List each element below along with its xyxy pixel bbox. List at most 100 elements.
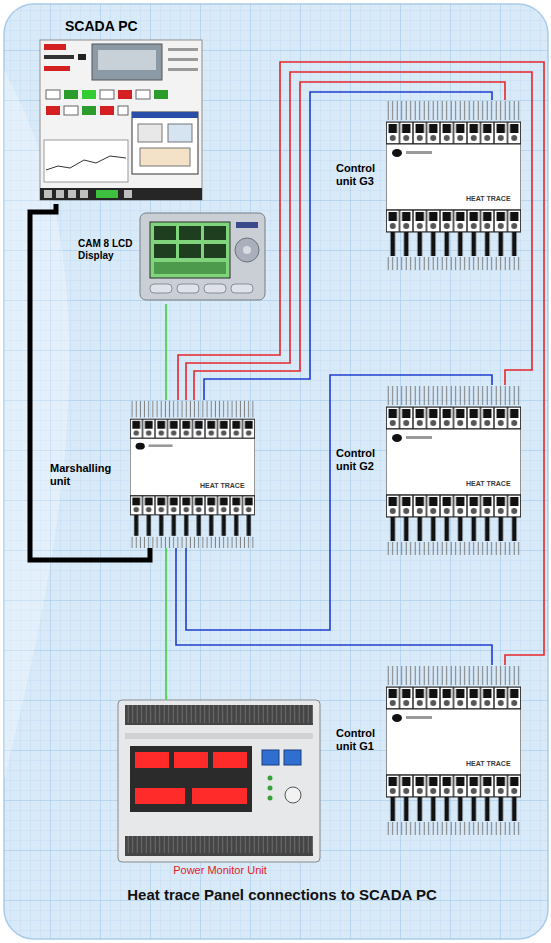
- screen-window-item: [138, 124, 162, 142]
- meter-led: [268, 786, 273, 791]
- control-unit: Control unit G1: [336, 665, 521, 835]
- lcd-cell: [154, 226, 176, 240]
- monitor-link: [165, 548, 167, 700]
- meter-digits: [213, 752, 247, 768]
- toolbar-button: [44, 190, 52, 198]
- lcd-screen: [150, 222, 230, 278]
- control-unit-graphic: [386, 665, 521, 835]
- screen-button: [64, 90, 78, 99]
- node-label: SCADA PC: [65, 18, 177, 35]
- node-label: Power Monitor Unit: [112, 864, 328, 877]
- power-wire: [178, 62, 544, 665]
- diagram-title: Heat trace Panel connections to SCADA PC: [82, 886, 482, 904]
- lcd-cell: [179, 226, 201, 240]
- screen-logo: [44, 44, 66, 50]
- screen-button: [100, 106, 114, 115]
- panel-grid: [4, 4, 548, 939]
- node-label: CAM 8 LCD Display: [78, 238, 138, 262]
- screen-button: [64, 106, 78, 115]
- meter-terminals: [125, 836, 313, 856]
- brand-logo-text: HEAT TRACE: [200, 482, 245, 490]
- meter-button: [262, 750, 279, 765]
- comms-wire: [176, 548, 492, 665]
- control-unit-graphic: [386, 385, 521, 555]
- screen-field: [78, 54, 86, 60]
- brand-logo-text: HEAT TRACE: [466, 195, 511, 203]
- meter-led: [268, 776, 273, 781]
- screen-button: [118, 90, 132, 99]
- power-monitor-unit: Power Monitor Unit: [112, 700, 328, 882]
- screen-button: [82, 90, 96, 99]
- control-unit: Control unit G3: [336, 100, 521, 270]
- toolbar-button: [56, 190, 64, 198]
- node-label: Control unit G3: [336, 162, 382, 188]
- marshalling-unit: Marshalling unit: [46, 400, 257, 548]
- screen-window-bar: [132, 112, 198, 118]
- meter-digits: [174, 752, 208, 768]
- lcd-status-bar: [154, 262, 226, 274]
- panel-ground: [4, 4, 548, 939]
- screen-device-photo: [98, 50, 156, 70]
- meter-digits: [192, 788, 247, 804]
- scada-pc: SCADA PC: [38, 14, 204, 204]
- toolbar-button: [96, 190, 118, 198]
- brand-logo-text: HEAT TRACE: [466, 480, 511, 488]
- screen-device-photo: [92, 44, 162, 80]
- screen-line: [168, 68, 198, 71]
- brand-logo-text: HEAT TRACE: [466, 760, 511, 768]
- meter-strip: [125, 733, 313, 739]
- toolbar-button: [80, 190, 88, 198]
- node-label: Control unit G1: [336, 727, 382, 753]
- scada-screenshot: [40, 40, 202, 200]
- screen-chart-line: [46, 156, 126, 170]
- comms-wire: [204, 92, 492, 400]
- lcd-cell: [154, 244, 176, 258]
- screen-line: [168, 58, 198, 61]
- lcd-cell: [204, 244, 226, 258]
- control-unit-graphic: [386, 100, 521, 270]
- meter-display: [130, 746, 252, 812]
- screen-window: [132, 112, 198, 174]
- screen-field: [44, 66, 70, 71]
- screen-button: [136, 90, 150, 99]
- meter-digits: [135, 788, 185, 804]
- meter-body: [118, 700, 320, 862]
- lcd-badge: [236, 222, 258, 228]
- power-wire: [186, 72, 532, 400]
- power-wire: [194, 82, 505, 400]
- meter-terminals: [125, 705, 313, 725]
- display-link: [165, 304, 167, 400]
- lcd-display: CAM 8 LCD Display: [76, 212, 268, 304]
- screen-button: [46, 106, 60, 115]
- meter-knob: [285, 787, 301, 803]
- power-monitor-graphic: [118, 700, 320, 862]
- screen-button: [82, 106, 96, 115]
- lcd-button: [231, 284, 253, 293]
- meter-terminals: [125, 705, 313, 725]
- meter-led: [268, 796, 273, 801]
- meter-digits: [135, 752, 169, 768]
- scada-cable: [30, 204, 150, 560]
- node-label: Control unit G2: [336, 447, 382, 473]
- panel-grid: [4, 4, 548, 939]
- control-unit: Control unit G2: [336, 385, 521, 555]
- screen-window-item: [140, 148, 190, 166]
- screen-button: [46, 90, 60, 99]
- screen-field: [44, 55, 74, 59]
- lcd-button: [204, 284, 226, 293]
- comms-wire: [186, 375, 492, 630]
- screen-chart: [44, 140, 128, 182]
- node-label: Marshalling unit: [50, 462, 126, 488]
- screen-toolbar: [40, 188, 202, 200]
- lcd-button: [150, 284, 172, 293]
- screen-frame: [40, 40, 202, 200]
- toolbar-button: [124, 190, 132, 198]
- screen-button: [118, 106, 128, 115]
- marshalling-unit-graphic: [130, 400, 255, 548]
- lcd-keypad: [235, 238, 259, 262]
- meter-button: [284, 750, 301, 765]
- lcd-bezel: [140, 213, 265, 300]
- toolbar-button: [68, 190, 76, 198]
